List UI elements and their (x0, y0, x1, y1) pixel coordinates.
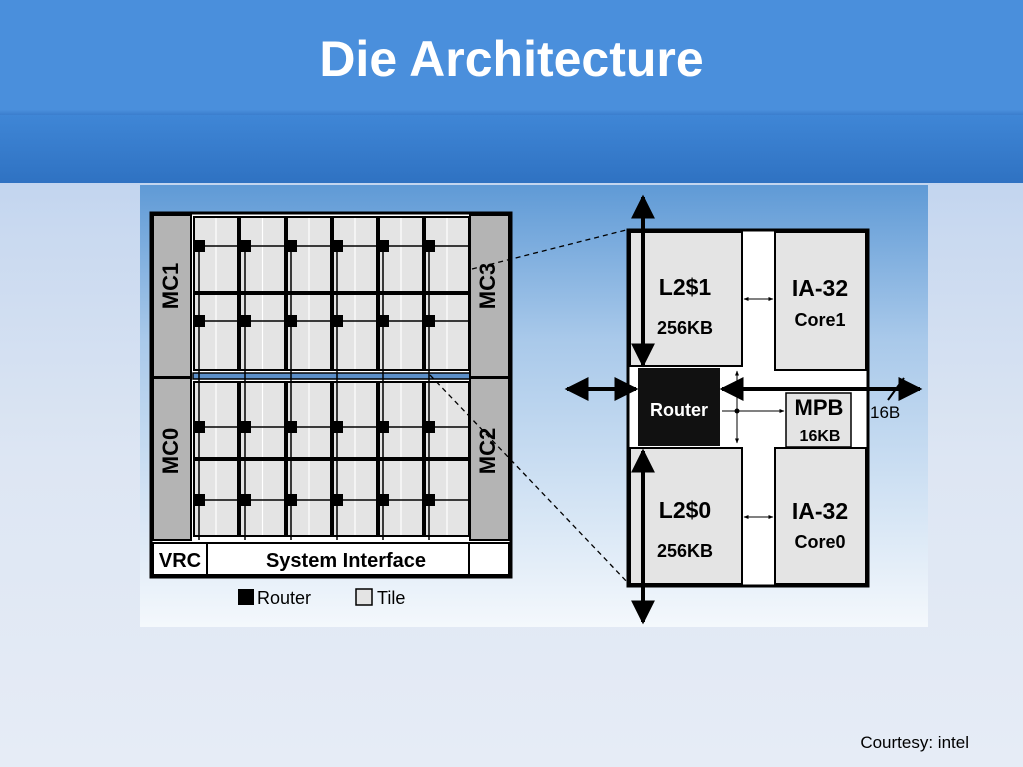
tile-detail: L2$1 256KB IA-32 Core1 Router MPB 16KB L… (564, 194, 923, 625)
mc1-label: MC1 (158, 263, 183, 309)
core0-sublabel: Core0 (794, 532, 845, 552)
router-node (285, 494, 297, 506)
core0-block (774, 447, 867, 585)
router-node (331, 240, 343, 252)
legend-router-label: Router (257, 588, 311, 608)
router-node (423, 494, 435, 506)
legend-tile-label: Tile (377, 588, 405, 608)
router-node (377, 315, 389, 327)
legend-tile-swatch (355, 588, 373, 606)
router-node (377, 494, 389, 506)
router-node (377, 421, 389, 433)
mpb-block (785, 392, 852, 448)
router-node (193, 240, 205, 252)
mc3-label: MC3 (475, 263, 500, 309)
spare-block (468, 542, 510, 576)
router-node (239, 421, 251, 433)
mc0-label: MC0 (158, 428, 183, 474)
tile-grid (192, 216, 478, 540)
router-node (331, 421, 343, 433)
l2-cache-0-size: 256KB (657, 541, 713, 561)
router-label: Router (650, 400, 708, 420)
mc3-block (469, 214, 510, 378)
router-node (193, 315, 205, 327)
core1-label: IA-32 (792, 275, 848, 301)
router-node (423, 240, 435, 252)
router-node (285, 315, 297, 327)
mpb-size: 16KB (800, 428, 841, 445)
core1-sublabel: Core1 (794, 310, 845, 330)
header-band (0, 115, 1023, 183)
router-node (285, 240, 297, 252)
die-diagram: MC1 MC3 MC0 MC2 VRC System Interface Rou… (149, 211, 513, 608)
slide-title: Die Architecture (319, 31, 704, 87)
courtesy-note: Courtesy: intel (860, 733, 969, 752)
router-node (423, 421, 435, 433)
zoom-line-top (471, 228, 631, 270)
link-width-slash (887, 377, 905, 401)
mpb-label: MPB (795, 395, 844, 420)
router-node (331, 315, 343, 327)
mc0-block (152, 377, 192, 541)
l2-cache-1-label: L2$1 (659, 274, 712, 300)
router-node (285, 421, 297, 433)
router-node (239, 315, 251, 327)
router-node (193, 494, 205, 506)
l2-cache-1-size: 256KB (657, 318, 713, 338)
router-node (239, 240, 251, 252)
junction-dot (734, 408, 740, 414)
slide-header: Die Architecture (0, 0, 1023, 183)
system-interface-block (206, 542, 470, 576)
core1-block (774, 231, 867, 371)
router-node (193, 421, 205, 433)
system-interface-label: System Interface (266, 550, 426, 572)
mc2-block (469, 377, 510, 541)
die-architecture-figure: MC1 MC3 MC0 MC2 VRC System Interface Rou… (140, 185, 928, 627)
router-node (331, 494, 343, 506)
router-block (638, 368, 720, 446)
core0-label: IA-32 (792, 498, 848, 524)
mc1-block (152, 214, 192, 378)
link-width-label: 16B (870, 403, 900, 422)
vrc-label: VRC (159, 550, 201, 572)
router-node (377, 240, 389, 252)
zoom-line-bottom (429, 374, 631, 586)
router-node (239, 494, 251, 506)
router-node (423, 315, 435, 327)
legend-router-swatch (238, 589, 254, 605)
l2-cache-0-label: L2$0 (659, 497, 711, 523)
